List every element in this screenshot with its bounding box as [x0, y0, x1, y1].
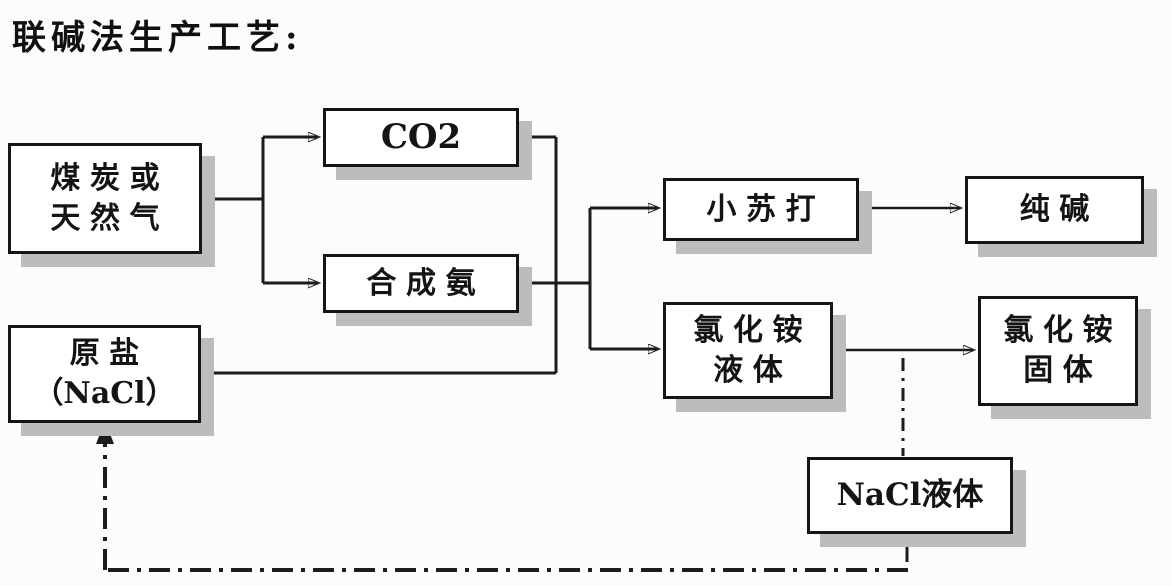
node-label-line: 纯碱 [1019, 192, 1099, 228]
node-baking-soda: 小苏打 [663, 178, 859, 241]
node-label-line: 氯化铵 [693, 312, 813, 348]
node-label-line: 原盐 [69, 336, 149, 372]
node-label-line: 天然气 [50, 200, 170, 236]
node-ammonium-chloride-liquid: 氯化铵 液体 [663, 302, 833, 399]
node-label-line: 固体 [1023, 353, 1103, 388]
node-coal-or-natural-gas: 煤炭或 天然气 [8, 143, 202, 254]
node-label-line: 合成氨 [366, 265, 486, 301]
node-nacl-liquid: NaCl液体 [807, 457, 1013, 534]
node-co2: CO2 [323, 108, 519, 167]
diagram-title: 联碱法生产工艺: [12, 18, 303, 58]
node-synthetic-ammonia: 合成氨 [323, 254, 519, 313]
node-label-line: 小苏打 [706, 191, 826, 227]
node-label-line: CO2 [380, 117, 462, 158]
recycle-arrowhead-icon [96, 421, 114, 444]
node-label-line: 煤炭或 [50, 160, 170, 196]
node-ammonium-chloride-solid: 氯化铵 固体 [978, 296, 1138, 406]
node-label-line: 液体 [713, 352, 793, 388]
node-label-line: （NaCl） [33, 376, 176, 411]
node-label-line: 氯化铵 [1003, 313, 1123, 349]
node-label-line: NaCl液体 [836, 477, 984, 514]
node-soda-ash: 纯碱 [965, 176, 1144, 244]
node-raw-salt: 原盐 （NaCl） [8, 325, 201, 423]
